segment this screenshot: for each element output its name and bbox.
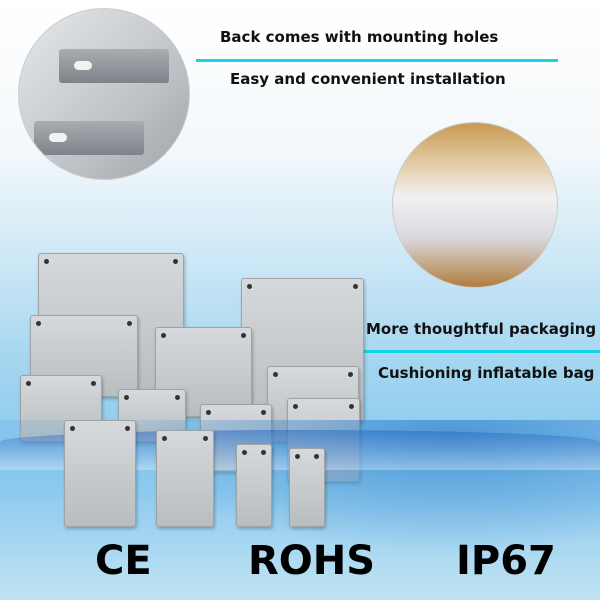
enclosure-box xyxy=(156,430,214,527)
caption-mounting: Back comes with mounting holes xyxy=(220,28,499,46)
caption-packaging: More thoughtful packaging xyxy=(366,320,597,338)
cert-ip67: IP67 xyxy=(456,538,556,584)
caption-installation: Easy and convenient installation xyxy=(230,70,506,88)
cert-ce: CE xyxy=(95,538,152,584)
mounting-hole xyxy=(49,133,67,142)
enclosure-box xyxy=(64,420,136,527)
mounting-hole xyxy=(74,61,92,70)
cert-rohs: ROHS xyxy=(248,538,376,584)
packaging-photo xyxy=(392,122,558,288)
enclosure-box xyxy=(289,448,325,527)
enclosure-box xyxy=(236,444,272,527)
mounting-bracket-photo xyxy=(18,8,190,180)
divider-line xyxy=(196,59,558,62)
caption-cushioning: Cushioning inflatable bag xyxy=(378,364,595,382)
divider-line xyxy=(358,350,600,353)
